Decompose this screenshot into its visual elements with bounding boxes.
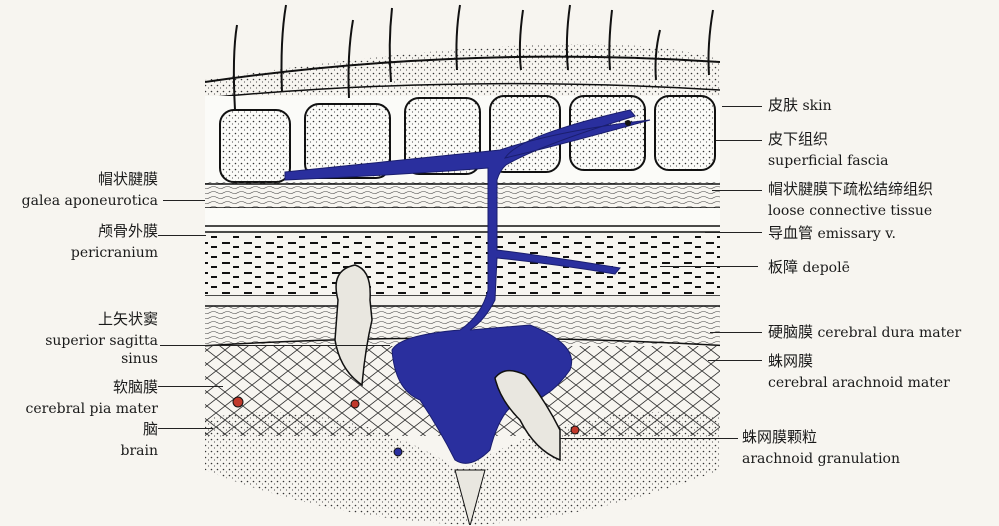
label-pericranium: 颅骨外膜 pericranium (0, 222, 158, 262)
label-emissary: 导血管 emissary v. (768, 224, 896, 243)
label-sss: 上矢状窦 superior sagitta sinus (0, 310, 158, 368)
galea-layer (200, 182, 730, 208)
skin-layer (200, 30, 730, 100)
label-granulation: 蛛网膜颗粒 arachnoid granulation (742, 428, 900, 468)
label-pia: 软脑膜 cerebral pia mater (0, 378, 158, 418)
label-skin: 皮肤 skin (768, 96, 832, 115)
label-brain: 脑 brain (0, 420, 158, 460)
label-galea: 帽状腱膜 galea aponeurotica (0, 170, 158, 210)
label-arachnoid: 蛛网膜 cerebral arachnoid mater (768, 352, 950, 392)
label-dura: 硬脑膜 cerebral dura mater (768, 323, 961, 342)
pia-vessel (233, 397, 243, 407)
label-diploe: 板障 depolē (768, 258, 850, 277)
label-superficial-fascia: 皮下组织 superficial fascia (768, 130, 888, 170)
label-loose-tissue: 帽状腱膜下疏松结缔组织 loose connective tissue (768, 180, 933, 220)
diploe-layer (200, 234, 730, 296)
